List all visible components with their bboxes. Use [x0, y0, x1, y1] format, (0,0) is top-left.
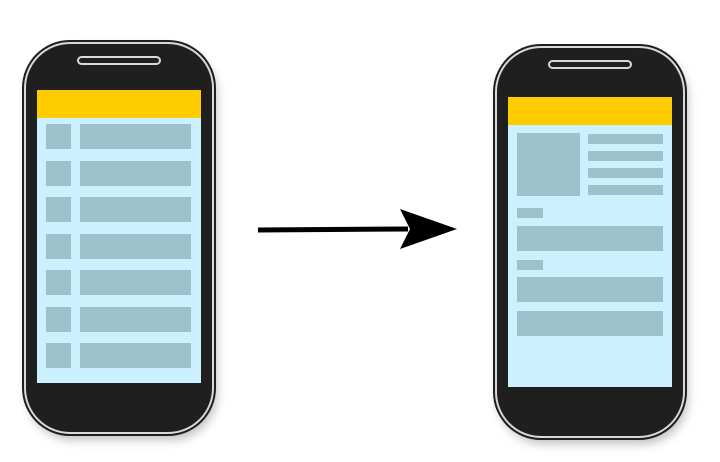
arrow-shaft	[257, 226, 409, 233]
list-row-icon	[46, 343, 71, 368]
list-row-text	[80, 124, 191, 149]
app-bar	[508, 97, 672, 125]
detail-text-line	[588, 168, 663, 178]
section-content-3	[517, 311, 663, 336]
detail-text-line	[588, 185, 663, 195]
section-label-1	[517, 208, 543, 218]
list-row-icon	[46, 160, 71, 186]
phone-detail-view	[495, 46, 685, 438]
list-row-icon	[46, 306, 71, 332]
section-content-1	[517, 226, 663, 251]
phone-list-view	[24, 42, 214, 434]
arrow-head	[400, 209, 457, 249]
section-label-2	[517, 260, 543, 270]
list-row-text	[80, 306, 191, 332]
phone-speaker	[548, 60, 632, 69]
list-row-icon	[46, 124, 71, 149]
list-screen	[37, 90, 201, 383]
detail-screen	[508, 97, 672, 387]
section-content-2	[517, 277, 663, 302]
detail-image-placeholder	[517, 133, 580, 196]
list-row-text	[80, 270, 191, 295]
phone-speaker	[77, 56, 161, 65]
list-row-icon	[46, 270, 71, 295]
detail-text-line	[588, 134, 663, 144]
list-row-text	[80, 197, 191, 222]
list-row-icon	[46, 197, 71, 222]
list-row-text	[80, 233, 191, 259]
app-bar	[37, 90, 201, 118]
list-row-text	[80, 160, 191, 186]
list-row-text	[80, 343, 191, 368]
detail-text-line	[588, 151, 663, 161]
list-row-icon	[46, 233, 71, 259]
